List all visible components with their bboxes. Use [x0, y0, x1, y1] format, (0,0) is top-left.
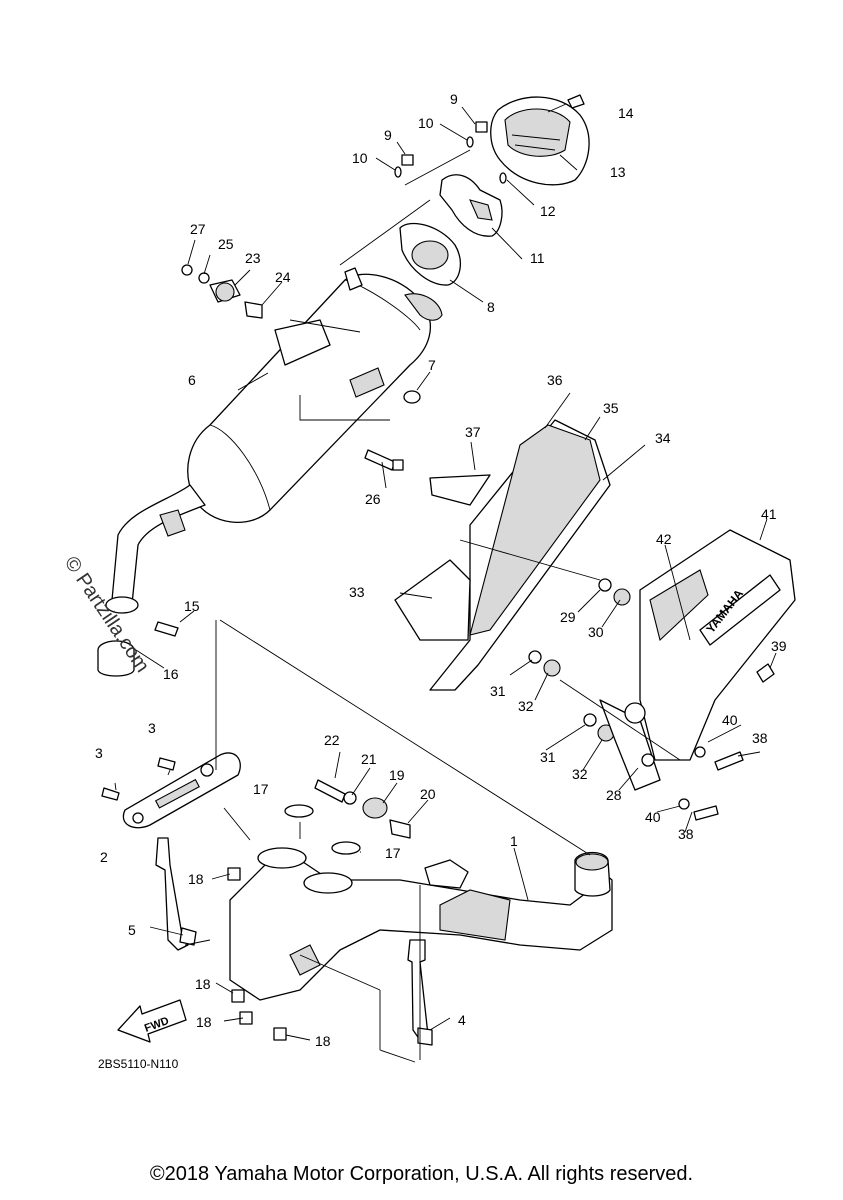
callout-18-a: 18 — [188, 871, 204, 887]
callout-3-b: 3 — [95, 745, 103, 761]
end-cap-bracket-11 — [439, 174, 503, 237]
callout-5: 5 — [128, 922, 136, 938]
grommets-29-32 — [528, 578, 631, 742]
callout-20: 20 — [420, 786, 436, 802]
washers-10 — [394, 136, 507, 184]
muffler-protector-41: YAMAHA — [639, 529, 796, 761]
callout-28: 28 — [606, 787, 622, 803]
callout-18-b: 18 — [195, 976, 211, 992]
callout-23: 23 — [245, 250, 261, 266]
callout-8: 8 — [487, 299, 495, 315]
mount-stack-23-27 — [181, 264, 263, 319]
callout-9-b: 9 — [384, 127, 392, 143]
callout-30: 30 — [588, 624, 604, 640]
stay-28 — [599, 699, 661, 791]
callout-41: 41 — [761, 506, 777, 522]
callout-32-a: 32 — [518, 698, 534, 714]
callout-21: 21 — [361, 751, 377, 767]
callout-1: 1 — [510, 833, 518, 849]
callout-17-a: 17 — [253, 781, 269, 797]
end-plate-8 — [399, 222, 461, 286]
callout-3-a: 3 — [148, 720, 156, 736]
bolt-26 — [364, 449, 404, 471]
reference-lines — [114, 106, 777, 1063]
callout-37: 37 — [465, 424, 481, 440]
muffler-6 — [105, 267, 443, 614]
bolt-14 — [547, 94, 585, 113]
callout-7: 7 — [428, 357, 436, 373]
callout-19: 19 — [389, 767, 405, 783]
gasket-16 — [97, 640, 135, 677]
nuts-18 — [227, 867, 287, 1041]
bracket-2 — [122, 752, 241, 829]
callout-40-a: 40 — [722, 712, 738, 728]
callout-39: 39 — [771, 638, 787, 654]
callout-15: 15 — [184, 598, 200, 614]
callout-16: 16 — [163, 666, 179, 682]
plug-7 — [403, 390, 421, 404]
callout-9-a: 9 — [450, 91, 458, 107]
callout-35: 35 — [603, 400, 619, 416]
mount-19-22 — [314, 779, 411, 839]
bolt-3-b — [101, 787, 120, 801]
diagram-code: 2BS5110-N110 — [98, 1057, 179, 1071]
callout-4: 4 — [458, 1012, 466, 1028]
muffler-end-cap-cover — [490, 96, 590, 186]
gasket-17-b — [331, 841, 361, 855]
callout-42: 42 — [656, 531, 672, 547]
bolts-9 — [401, 121, 488, 166]
exhaust-header-1 — [229, 847, 613, 1001]
callout-10-b: 10 — [352, 150, 368, 166]
callout-34: 34 — [655, 430, 671, 446]
bolt-3-a — [157, 757, 176, 771]
callout-11: 11 — [530, 250, 545, 266]
callout-18-d: 18 — [315, 1033, 331, 1049]
callout-6: 6 — [188, 372, 196, 388]
heat-shield-33-36 — [394, 419, 611, 691]
callout-22: 22 — [324, 732, 340, 748]
callout-40-b: 40 — [645, 809, 661, 825]
callout-33: 33 — [349, 584, 365, 600]
forward-arrow-icon: FWD — [117, 999, 187, 1043]
callout-26: 26 — [365, 491, 381, 507]
callout-25: 25 — [218, 236, 234, 252]
callout-31-a: 31 — [490, 683, 506, 699]
oxygen-sensor-5 — [155, 837, 197, 951]
callout-2: 2 — [100, 849, 108, 865]
gasket-17-a — [284, 804, 314, 818]
oxygen-sensor-4 — [407, 939, 433, 1046]
callout-38-b: 38 — [678, 826, 694, 842]
callout-36: 36 — [547, 372, 563, 388]
callout-38-a: 38 — [752, 730, 768, 746]
callout-31-b: 31 — [540, 749, 556, 765]
callout-18-c: 18 — [196, 1014, 212, 1030]
callout-numbers: 1 2 3 3 4 5 6 7 8 9 9 10 10 11 12 13 14 … — [95, 91, 787, 1049]
callout-14: 14 — [618, 105, 634, 121]
callout-29: 29 — [560, 609, 576, 625]
callout-10-a: 10 — [418, 115, 434, 131]
copyright-notice: ©2018 Yamaha Motor Corporation, U.S.A. A… — [149, 1163, 694, 1185]
bolts-38-39-40 — [678, 663, 775, 821]
callout-12: 12 — [540, 203, 556, 219]
callout-24: 24 — [275, 269, 291, 285]
callout-27: 27 — [190, 221, 206, 237]
callout-13: 13 — [610, 164, 626, 180]
bolt-15 — [154, 621, 179, 637]
callout-17-b: 17 — [385, 845, 401, 861]
callout-32-b: 32 — [572, 766, 588, 782]
